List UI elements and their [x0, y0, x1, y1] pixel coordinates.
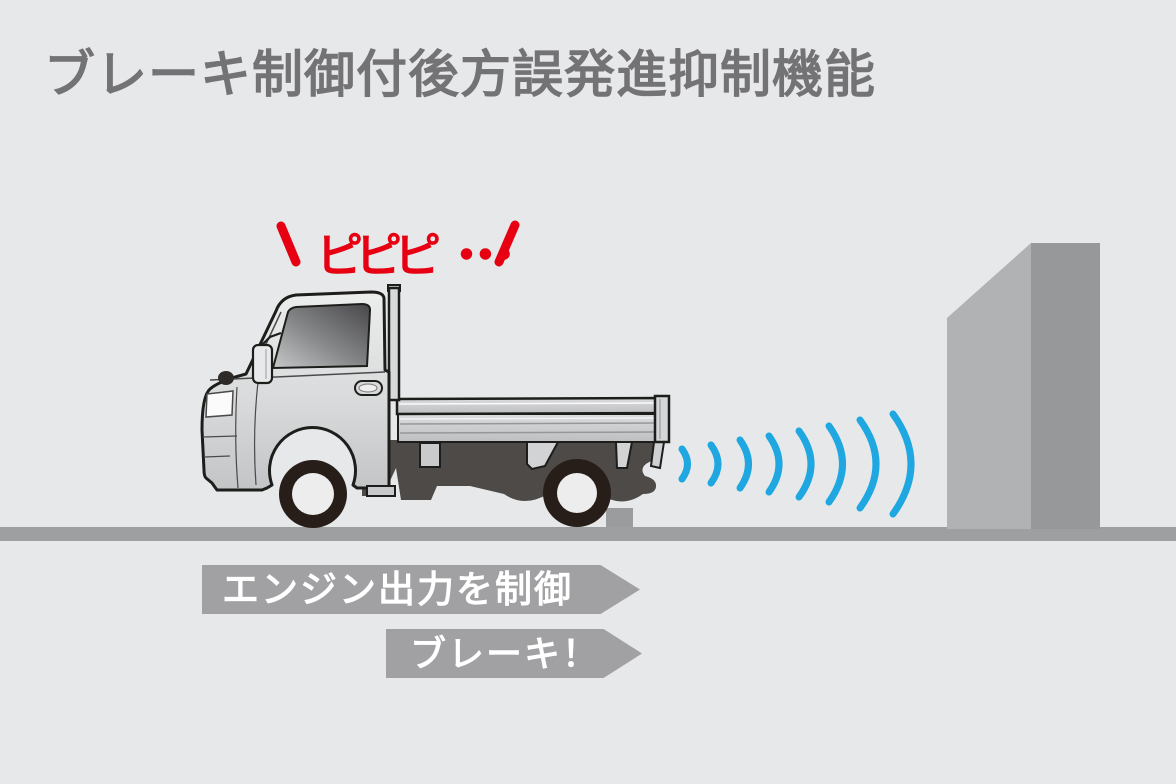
guard-frame: [387, 284, 401, 402]
side-mirror: [251, 331, 282, 385]
beep-alert: ピピピ・・・: [316, 217, 528, 282]
sonar-wave-2: [707, 441, 722, 487]
banner-brake-label: ブレーキ！: [410, 633, 601, 674]
banner-brake: ブレーキ！: [386, 629, 642, 678]
truck-cab: [200, 290, 396, 497]
sonar-wave-5: [795, 427, 815, 501]
bed-side-step: [419, 442, 441, 468]
wall-obstacle: [947, 243, 1100, 529]
sonar-waves: [678, 410, 915, 518]
undercarriage: [362, 440, 657, 502]
ground: [0, 527, 1176, 541]
door-handle: [354, 380, 383, 396]
sonar-wave-4: [765, 432, 783, 496]
banner-engine-output: エンジン出力を制御: [202, 565, 640, 614]
front-marker-icon: [218, 371, 234, 385]
sonar-wave-6: [825, 422, 846, 506]
rear-wheel-hub: [557, 473, 597, 513]
rocker-step: [366, 485, 396, 497]
sonar-wave-7: [856, 416, 880, 512]
sonar-wave-3: [736, 436, 752, 492]
sound-mark-right-icon: [494, 220, 520, 267]
sonar-wave-8: [889, 410, 915, 518]
banner-engine-output-label: エンジン出力を制御: [222, 569, 573, 610]
wall-front-face: [947, 243, 1031, 529]
tailgate-post: [653, 394, 671, 444]
rear-wheel: [543, 459, 611, 527]
door-seam: [253, 372, 260, 486]
kei-truck: [200, 284, 671, 528]
wall-side-face: [1031, 243, 1100, 529]
parking-block: [606, 508, 633, 527]
sound-marks: [276, 220, 520, 267]
front-wheel: [279, 460, 347, 528]
truck-bed: [395, 394, 671, 444]
sound-mark-left-icon: [276, 221, 301, 267]
headlight: [205, 390, 234, 418]
front-wheel-hub: [292, 473, 334, 515]
truck-window: [271, 302, 372, 370]
beep-alert-dots: ・・・: [443, 229, 528, 282]
sonar-wave-1: [678, 445, 691, 483]
bed-rail: [395, 396, 659, 416]
page-title: ブレーキ制御付後方誤発進抑制機能: [44, 46, 877, 103]
beep-alert-text: ピピピ: [316, 229, 441, 282]
fender-seam: [235, 386, 239, 489]
rear-corner-leg: [649, 441, 666, 470]
